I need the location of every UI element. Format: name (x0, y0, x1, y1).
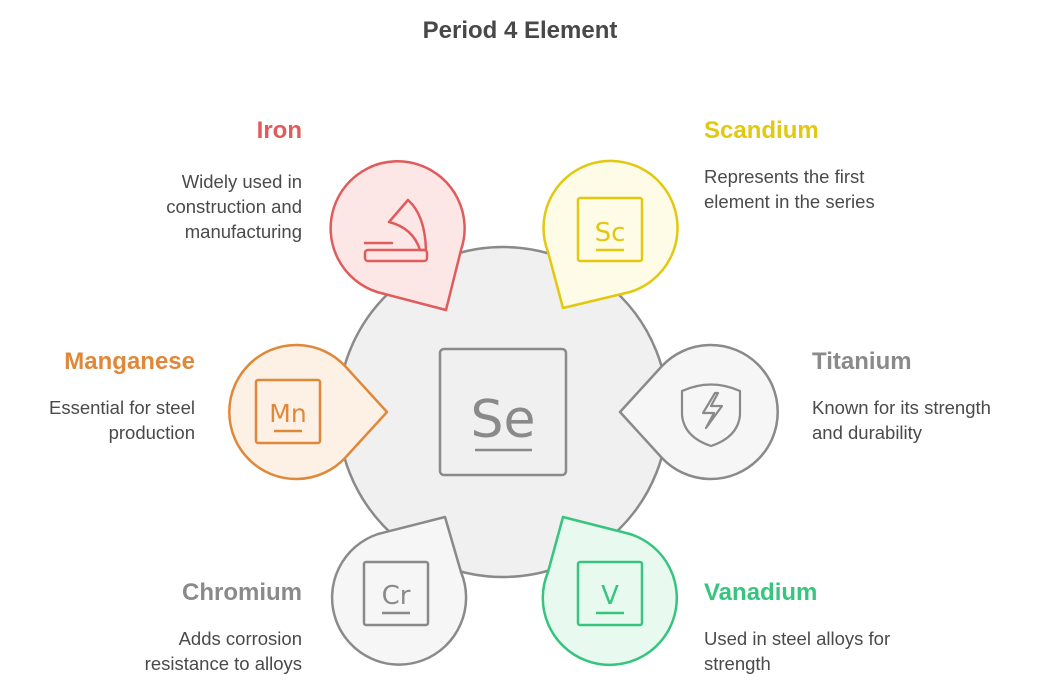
chromium-description: Adds corrosion resistance to alloys (145, 626, 302, 676)
chromium-node[interactable]: Cr (330, 515, 468, 666)
scandium-description-line: element in the series (704, 191, 875, 212)
svg-text:Se: Se (471, 390, 536, 450)
diagram-title: Period 4 Element (422, 17, 618, 44)
titanium-description-line: Known for its strength (812, 397, 991, 418)
vanadium-description: Used in steel alloys for strength (704, 626, 890, 676)
vanadium-description-line: Used in steel alloys for (704, 628, 891, 649)
scandium-node[interactable]: Sc (542, 159, 679, 310)
svg-text:Cr: Cr (382, 581, 411, 611)
titanium-description: Known for its strength and durability (812, 395, 991, 445)
chromium-description-line: resistance to alloys (144, 653, 302, 674)
iron-description-line: manufacturing (184, 221, 302, 242)
shield-lightning-icon (680, 383, 742, 448)
titanium-node[interactable] (618, 343, 779, 481)
iron-node[interactable] (329, 160, 466, 312)
manganese-description-line: Essential for steel (48, 397, 195, 418)
manganese-label: Manganese (64, 348, 195, 375)
chromium-label: Chromium (182, 579, 302, 606)
svg-text:Mn: Mn (269, 399, 306, 428)
element-sc-icon: Sc (576, 196, 644, 263)
element-mn-icon: Mn (254, 378, 322, 445)
titanium-label: Titanium (812, 348, 912, 375)
element-cr-icon: Cr (362, 560, 430, 627)
vanadium-label: Vanadium (704, 579, 818, 606)
iron-description-line: Widely used in (181, 171, 302, 192)
manganese-description-line: production (108, 422, 195, 443)
scandium-description: Represents the first element in the seri… (704, 164, 875, 214)
vanadium-node[interactable]: V (541, 515, 679, 667)
svg-text:V: V (601, 581, 619, 611)
manganese-node[interactable]: Mn (228, 343, 389, 481)
element-v-icon: V (576, 560, 644, 627)
iron-label: Iron (256, 117, 302, 144)
scandium-description-line: Represents the first (704, 166, 865, 187)
svg-text:Sc: Sc (595, 218, 626, 248)
microscope-icon (363, 198, 429, 263)
scandium-label: Scandium (704, 117, 819, 144)
manganese-description: Essential for steel production (49, 395, 195, 445)
iron-description: Widely used in construction and manufact… (166, 169, 302, 244)
vanadium-description-line: strength (704, 653, 771, 674)
iron-description-line: construction and (166, 196, 302, 217)
titanium-description-line: and durability (812, 422, 923, 443)
element-se-icon: Se (438, 347, 568, 477)
chromium-description-line: Adds corrosion (178, 628, 302, 649)
